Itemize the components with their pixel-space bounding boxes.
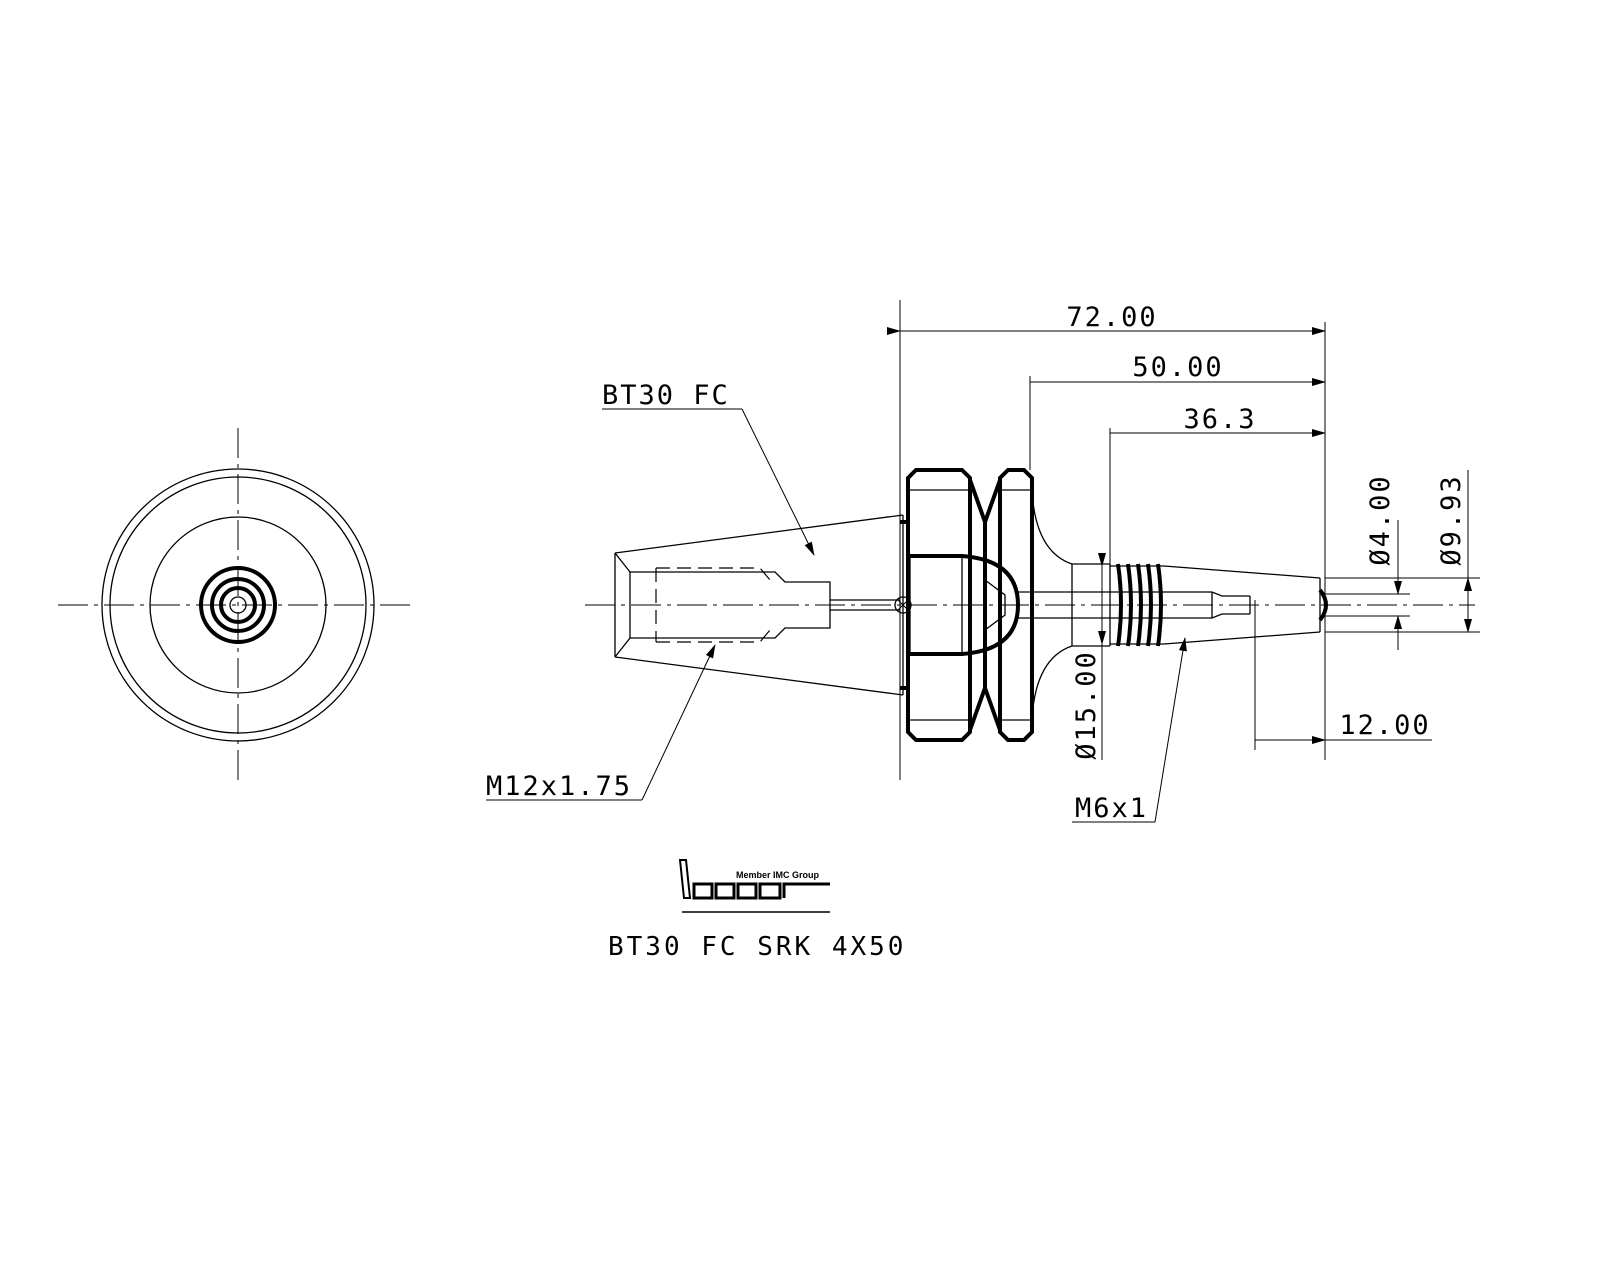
logo-tagline: Member IMC Group (736, 870, 820, 880)
dimension-tip-length: 12.00 (1254, 600, 1432, 750)
dimension-outer-diameter-label: Ø9.93 (1436, 474, 1467, 565)
side-view: 72.00 50.00 36.3 Ø4.00 Ø9.93 (486, 300, 1480, 824)
dimension-shank-length: 36.3 (1109, 404, 1326, 564)
callout-clamp-thread: M6x1 (1072, 637, 1187, 824)
taper-cone (614, 514, 912, 696)
dimension-outer-diameter: Ø9.93 (1325, 470, 1480, 633)
callout-pull-stud-thread-label: M12x1.75 (486, 771, 632, 802)
dimension-bore-diameter-label: Ø4.00 (1365, 474, 1396, 565)
dimension-collar-diameter-label: Ø15.00 (1071, 650, 1102, 760)
flange (900, 468, 1034, 742)
part-number: BT30 FC SRK 4X50 (608, 932, 906, 962)
thread-grooves (1110, 563, 1164, 647)
dimension-overall-length-label: 72.00 (1066, 302, 1157, 333)
logo-wordmark-graphic (678, 859, 830, 913)
dimension-tip-length-label: 12.00 (1339, 710, 1430, 741)
callout-clamp-thread-label: M6x1 (1075, 793, 1148, 824)
callout-taper: BT30 FC (602, 380, 815, 556)
dimension-bore-diameter: Ø4.00 (1325, 474, 1410, 650)
callout-pull-stud-thread: M12x1.75 (486, 644, 716, 802)
dimension-collar-diameter: Ø15.00 (1071, 553, 1106, 760)
dimension-overall-length: 72.00 (887, 302, 1326, 760)
callout-taper-label: BT30 FC (602, 380, 730, 411)
iscar-logo: Member IMC Group (678, 859, 830, 913)
dimension-gauge-length: 50.00 (1029, 352, 1326, 470)
end-view (58, 428, 416, 786)
dimension-shank-length-label: 36.3 (1183, 404, 1256, 435)
dimension-gauge-length-label: 50.00 (1132, 352, 1223, 383)
shank (1018, 491, 1328, 719)
